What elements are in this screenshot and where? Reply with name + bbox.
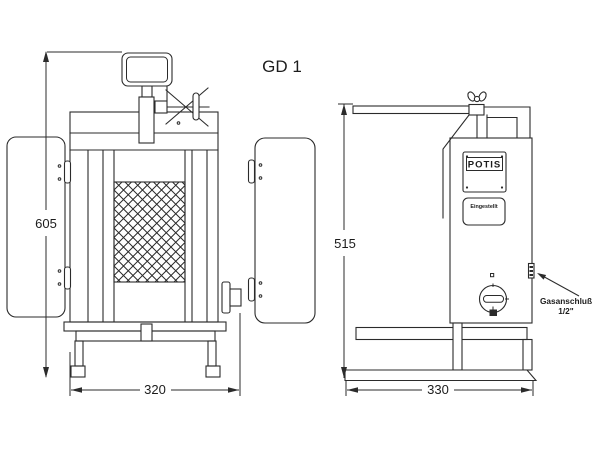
- center-tab: [140, 323, 153, 342]
- skewer-support-brace: [442, 114, 470, 219]
- rear-leg: [522, 338, 533, 371]
- door-hinge: [247, 277, 256, 302]
- base-frame-side: [344, 322, 538, 382]
- motor: [121, 52, 173, 87]
- crank-hub: [154, 100, 168, 114]
- gas-connection-callout: Gasanschluß 1/2": [537, 273, 592, 316]
- dimension-height-605: 605: [33, 51, 122, 378]
- dimension-height-515: 515: [331, 103, 358, 378]
- front-leg: [452, 322, 463, 371]
- gas-connection-label: Gasanschluß: [540, 296, 592, 306]
- gas-valve-knob-front: [221, 281, 242, 314]
- front-view: 605 320: [6, 51, 316, 398]
- left-door-hinges: [57, 160, 72, 290]
- gas-connection-arrow: [537, 273, 547, 280]
- door-hinge: [63, 266, 72, 290]
- gas-inlet-fitting: [489, 309, 497, 316]
- machine-body-side: [449, 137, 533, 324]
- side-depth-label: 330: [427, 382, 449, 397]
- gas-connector: [527, 262, 535, 279]
- side-view: POTIS Eingestellt Gasansch: [331, 91, 592, 398]
- support-arm: [352, 91, 531, 219]
- side-height-label: 515: [334, 236, 356, 251]
- door-hinge: [247, 159, 256, 184]
- wing-nut: [467, 91, 487, 103]
- leg: [207, 340, 217, 367]
- front-height-label: 605: [35, 216, 57, 231]
- shelf-bar: [355, 326, 528, 341]
- machine-body-front: [69, 111, 219, 323]
- motor-shaft: [141, 85, 153, 98]
- hand-crank: [154, 87, 210, 127]
- motor-assembly: [121, 52, 173, 144]
- brand-plate-label: POTIS: [468, 160, 502, 171]
- front-width-label: 320: [144, 382, 166, 397]
- settings-plate-label: Eingestellt: [470, 204, 497, 210]
- crank-grip: [192, 92, 200, 121]
- foot: [70, 365, 86, 378]
- dimension-depth-330: 330: [345, 381, 534, 398]
- door-hinge: [63, 160, 72, 184]
- brand-plate: POTIS: [462, 151, 507, 193]
- screw-dot: [176, 121, 181, 125]
- burner-grid: [113, 181, 186, 283]
- leg: [74, 340, 84, 367]
- base-rail: [344, 369, 538, 382]
- settings-plate: Eingestellt: [462, 197, 506, 226]
- right-door: [247, 137, 316, 324]
- dimension-width-320: 320: [69, 313, 241, 398]
- drawing-title: GD 1: [262, 57, 302, 76]
- shaft-sleeve: [138, 96, 155, 144]
- gas-connection-size-label: 1/2": [558, 306, 574, 316]
- control-knob: [478, 273, 509, 316]
- pilot-indicator: [490, 273, 495, 278]
- base-frame-front: [63, 321, 227, 378]
- left-door: [6, 136, 66, 318]
- foot: [205, 365, 221, 378]
